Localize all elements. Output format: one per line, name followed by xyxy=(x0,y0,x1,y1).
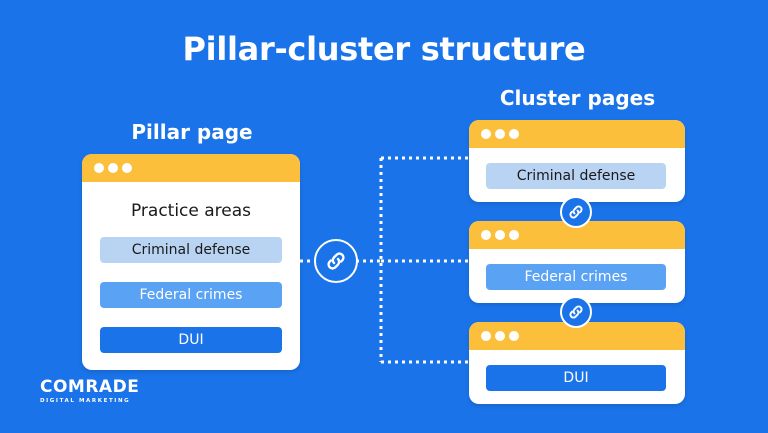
window-dot-icon xyxy=(94,163,104,173)
pillar-item-dui: DUI xyxy=(100,327,282,353)
cluster-item-federal-crimes: Federal crimes xyxy=(486,264,666,290)
window-dot-icon xyxy=(495,129,505,139)
window-dot-icon xyxy=(509,331,519,341)
pillar-item-federal-crimes: Federal crimes xyxy=(100,282,282,308)
pillar-page-card: Practice areas Criminal defense Federal … xyxy=(82,154,300,370)
link-between-cluster-1-2 xyxy=(560,196,592,228)
window-dot-icon xyxy=(495,331,505,341)
window-dot-icon xyxy=(122,163,132,173)
pillar-page-label: Pillar page xyxy=(131,120,253,144)
diagram-title: Pillar-cluster structure xyxy=(182,30,586,68)
cluster-page-card-criminal-defense: Criminal defense xyxy=(469,120,685,202)
cluster-page-card-dui: DUI xyxy=(469,322,685,404)
logo-name: COMRADE xyxy=(40,377,140,397)
pillar-heading: Practice areas xyxy=(130,201,252,221)
window-dot-icon xyxy=(495,230,505,240)
window-bar xyxy=(469,120,685,148)
pillar-item-criminal-defense: Criminal defense xyxy=(100,237,282,263)
cluster-item-criminal-defense: Criminal defense xyxy=(486,163,666,189)
window-bar xyxy=(82,154,300,182)
window-dot-icon xyxy=(481,230,491,240)
window-dot-icon xyxy=(481,331,491,341)
link-icon xyxy=(569,305,583,319)
window-bar xyxy=(469,322,685,350)
cluster-item-dui: DUI xyxy=(486,365,666,391)
link-between-cluster-2-3 xyxy=(560,296,592,328)
window-dot-icon xyxy=(509,129,519,139)
comrade-logo: COMRADE DIGITAL MARKETING xyxy=(40,377,139,404)
link-icon xyxy=(569,205,583,219)
window-dot-icon xyxy=(481,129,491,139)
window-dot-icon xyxy=(509,230,519,240)
logo-tagline: DIGITAL MARKETING xyxy=(40,398,131,404)
window-dot-icon xyxy=(108,163,118,173)
cluster-page-card-federal-crimes: Federal crimes xyxy=(469,221,685,303)
link-hub xyxy=(314,239,358,283)
link-icon xyxy=(327,252,345,270)
cluster-pages-label: Cluster pages xyxy=(499,86,656,110)
